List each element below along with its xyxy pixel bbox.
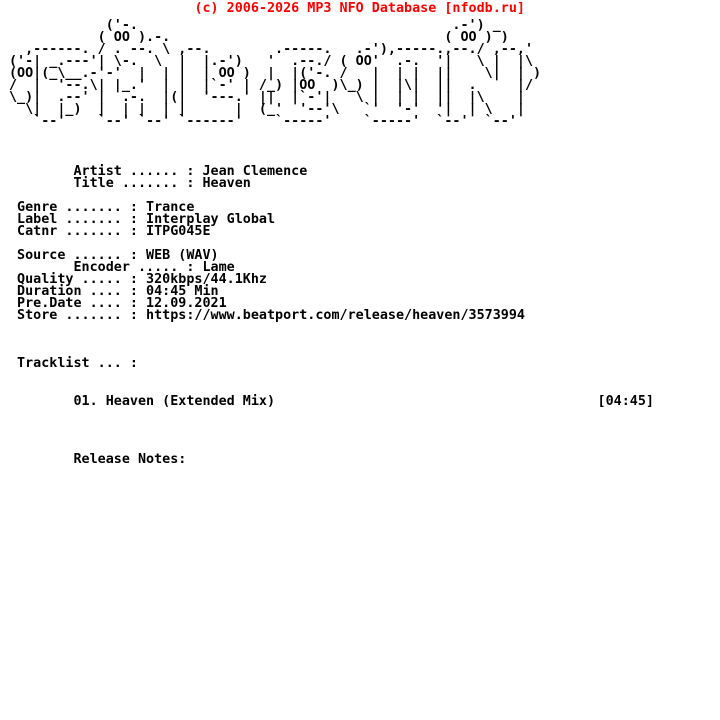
field-quality: Quality ..... : 320kbps/44.1Khz [9, 272, 267, 287]
ascii-logo-line-6: / | '--.\| |_.' | | |`-' | /_) |OO )\_) … [9, 78, 534, 93]
field-duration: Duration .... : 04:45 Min [9, 284, 219, 299]
field-encoder: Encoder ..... : Lame [9, 260, 235, 275]
ascii-logo-line-8: \| |_) | | | | | | (_' '--'\ `' '-' '| |… [9, 102, 525, 117]
field-artist: Artist ...... : Jean Clemence [9, 164, 308, 179]
field-predate: Pre.Date .... : 12.09.2021 [9, 296, 227, 311]
watermark-text: (c) 2006-2026 MP3 NFO Database [nfodb.ru… [194, 1, 525, 16]
track-row-1: 01. Heaven (Extended Mix) [04:45] [9, 394, 654, 409]
release-info: Artist ...... : Jean Clemence Title ....… [9, 164, 525, 323]
field-store: Store ....... : https://www.beatport.com… [9, 308, 525, 323]
field-catnr: Catnr ....... : ITPG045E [9, 224, 211, 239]
ascii-logo-line-3: ,------. / . --. \ ,--. .-----. .-'),---… [9, 42, 534, 57]
tracklist: 01. Heaven (Extended Mix) [04:45] [9, 394, 654, 409]
ascii-logo-line-5: (OO|(_\__.-'-' | | | | OO ) | |('-. / | … [9, 66, 542, 81]
release-notes-label: Release Notes: [9, 452, 187, 467]
ascii-logo-line-2: ( OO ).-. ( OO ) ) [9, 30, 509, 45]
release-notes-text: Release Notes: [9, 452, 187, 467]
ascii-logo-line-1: ('-. .-') _ [9, 18, 501, 33]
field-genre: Genre ....... : Trance [9, 200, 195, 215]
watermark-indent [9, 1, 194, 16]
nfodb-watermark: (c) 2006-2026 MP3 NFO Database [nfodb.ru… [9, 1, 525, 16]
tracklist-label: Tracklist ... : [9, 356, 138, 371]
field-label: Label ....... : Interplay Global [9, 212, 276, 227]
tracklist-header: Tracklist ... : [9, 356, 138, 371]
field-source: Source ...... : WEB (WAV) [9, 248, 219, 263]
ascii-logo-line-4: ('-| _.---'| \-. \ | |.-') ' .--./ ( OO'… [9, 54, 534, 69]
ascii-logo-falcon: ('-. .-') _ ( OO ).-. ( OO ) ) ,------. … [9, 18, 542, 129]
ascii-logo-line-7: \_)| .--' | .-. |(| '---.' || |`-'| \ | … [9, 90, 525, 105]
field-title: Title ....... : Heaven [9, 176, 251, 191]
ascii-logo-line-9: `--' `--' `--' `------' `-----' `-----' … [9, 114, 517, 129]
